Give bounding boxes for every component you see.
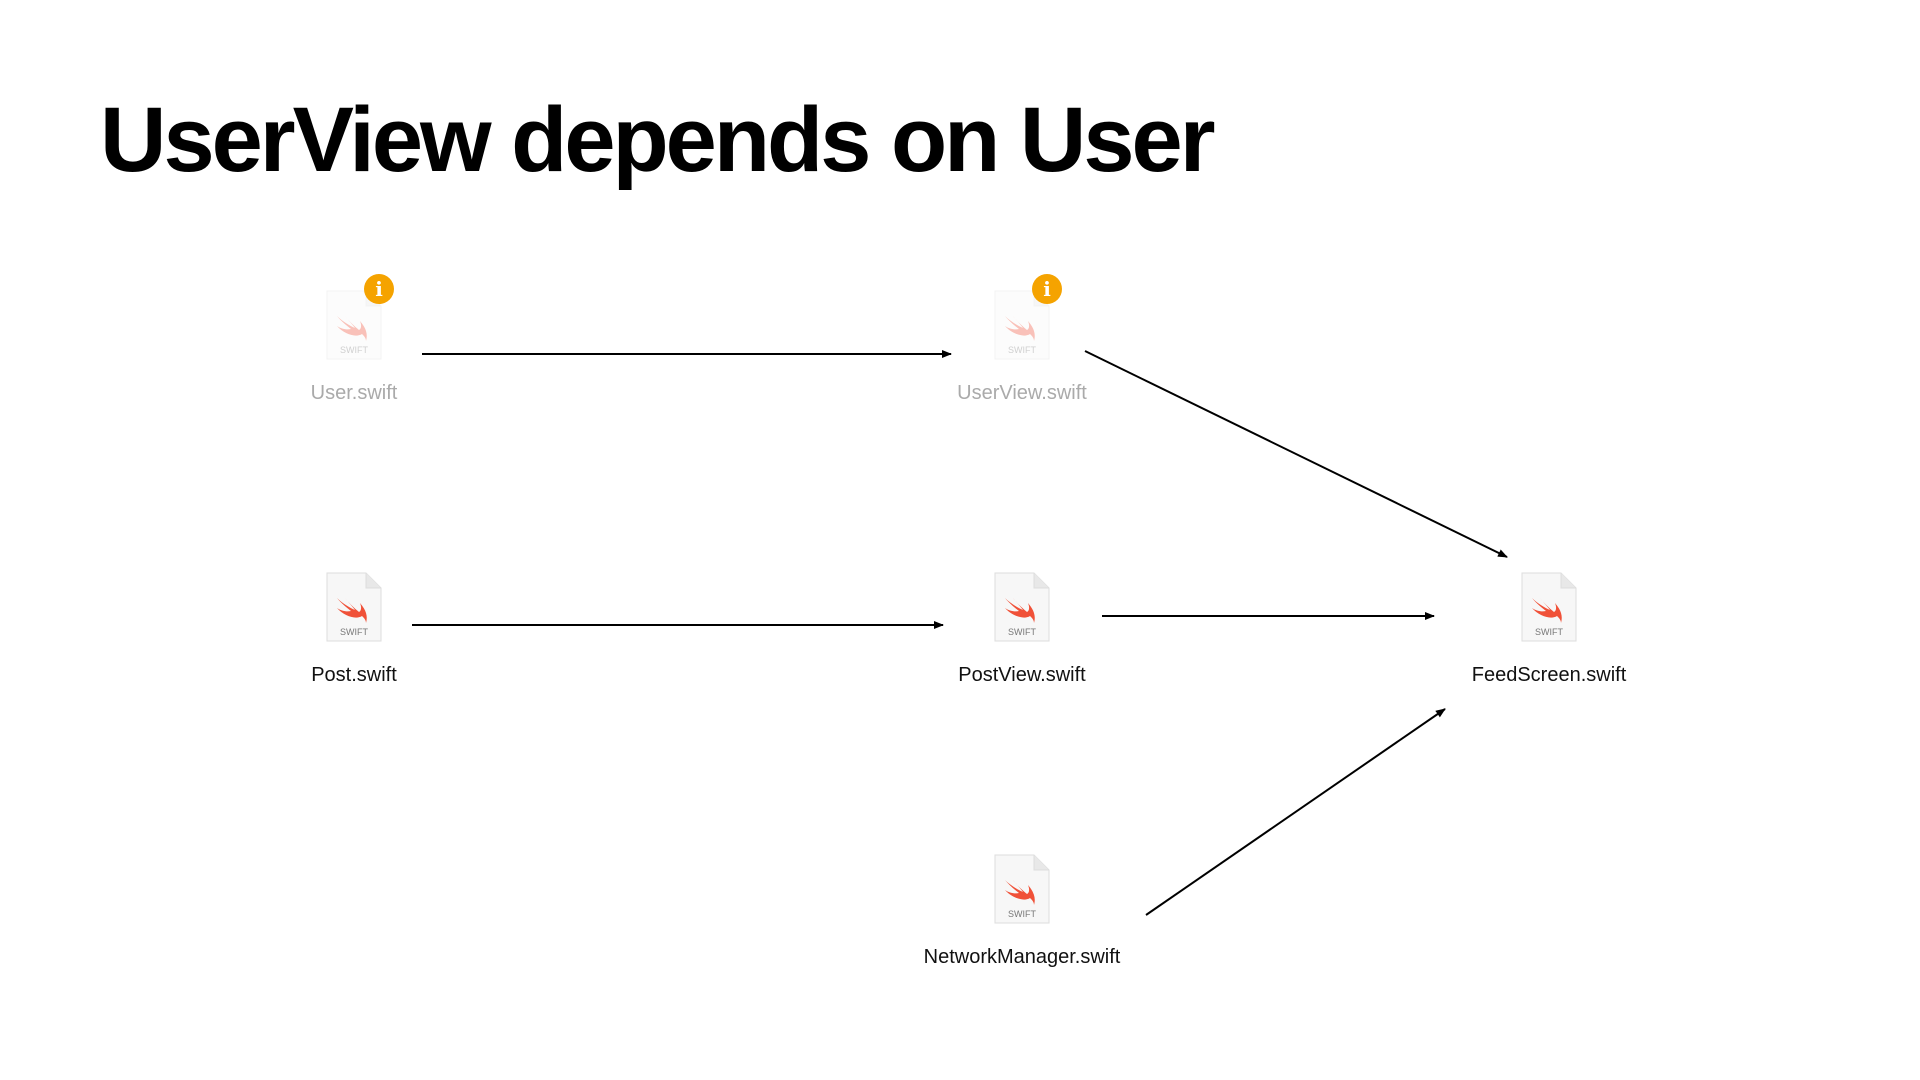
info-icon: i <box>364 274 394 304</box>
arrow-userview-to-feedscreen <box>1084 350 1508 558</box>
svg-text:SWIFT: SWIFT <box>340 345 368 355</box>
swift-file-icon: SWIFT <box>326 572 382 642</box>
file-node-userview-swift[interactable]: SWIFT i UserView.swift <box>902 274 1142 405</box>
file-node-postview-swift[interactable]: SWIFT PostView.swift <box>902 572 1142 687</box>
swift-file-icon: SWIFT i <box>994 274 1062 360</box>
file-label: FeedScreen.swift <box>1471 664 1627 686</box>
svg-text:SWIFT: SWIFT <box>1535 627 1563 637</box>
svg-text:SWIFT: SWIFT <box>1008 627 1036 637</box>
file-label: NetworkManager.swift <box>923 946 1121 968</box>
file-label: Post.swift <box>311 664 397 686</box>
file-node-post-swift[interactable]: SWIFT Post.swift <box>234 572 474 687</box>
file-label: User.swift <box>310 382 398 404</box>
file-label: PostView.swift <box>958 664 1086 686</box>
file-node-user-swift[interactable]: SWIFT i User.swift <box>234 274 474 405</box>
swift-file-icon: SWIFT <box>994 572 1050 642</box>
file-node-feedscreen-swift[interactable]: SWIFT FeedScreen.swift <box>1429 572 1669 687</box>
file-label: UserView.swift <box>957 382 1087 404</box>
svg-text:SWIFT: SWIFT <box>340 627 368 637</box>
svg-text:SWIFT: SWIFT <box>1008 909 1036 919</box>
arrow-networkmanager-to-feedscreen <box>1145 708 1446 916</box>
file-node-networkmanager-swift[interactable]: SWIFT NetworkManager.swift <box>902 854 1142 969</box>
swift-file-icon: SWIFT <box>1521 572 1577 642</box>
slide-title: UserView depends on User <box>100 89 1215 191</box>
svg-text:SWIFT: SWIFT <box>1008 345 1036 355</box>
swift-file-icon: SWIFT i <box>326 274 394 360</box>
swift-file-icon: SWIFT <box>994 854 1050 924</box>
info-icon: i <box>1032 274 1062 304</box>
